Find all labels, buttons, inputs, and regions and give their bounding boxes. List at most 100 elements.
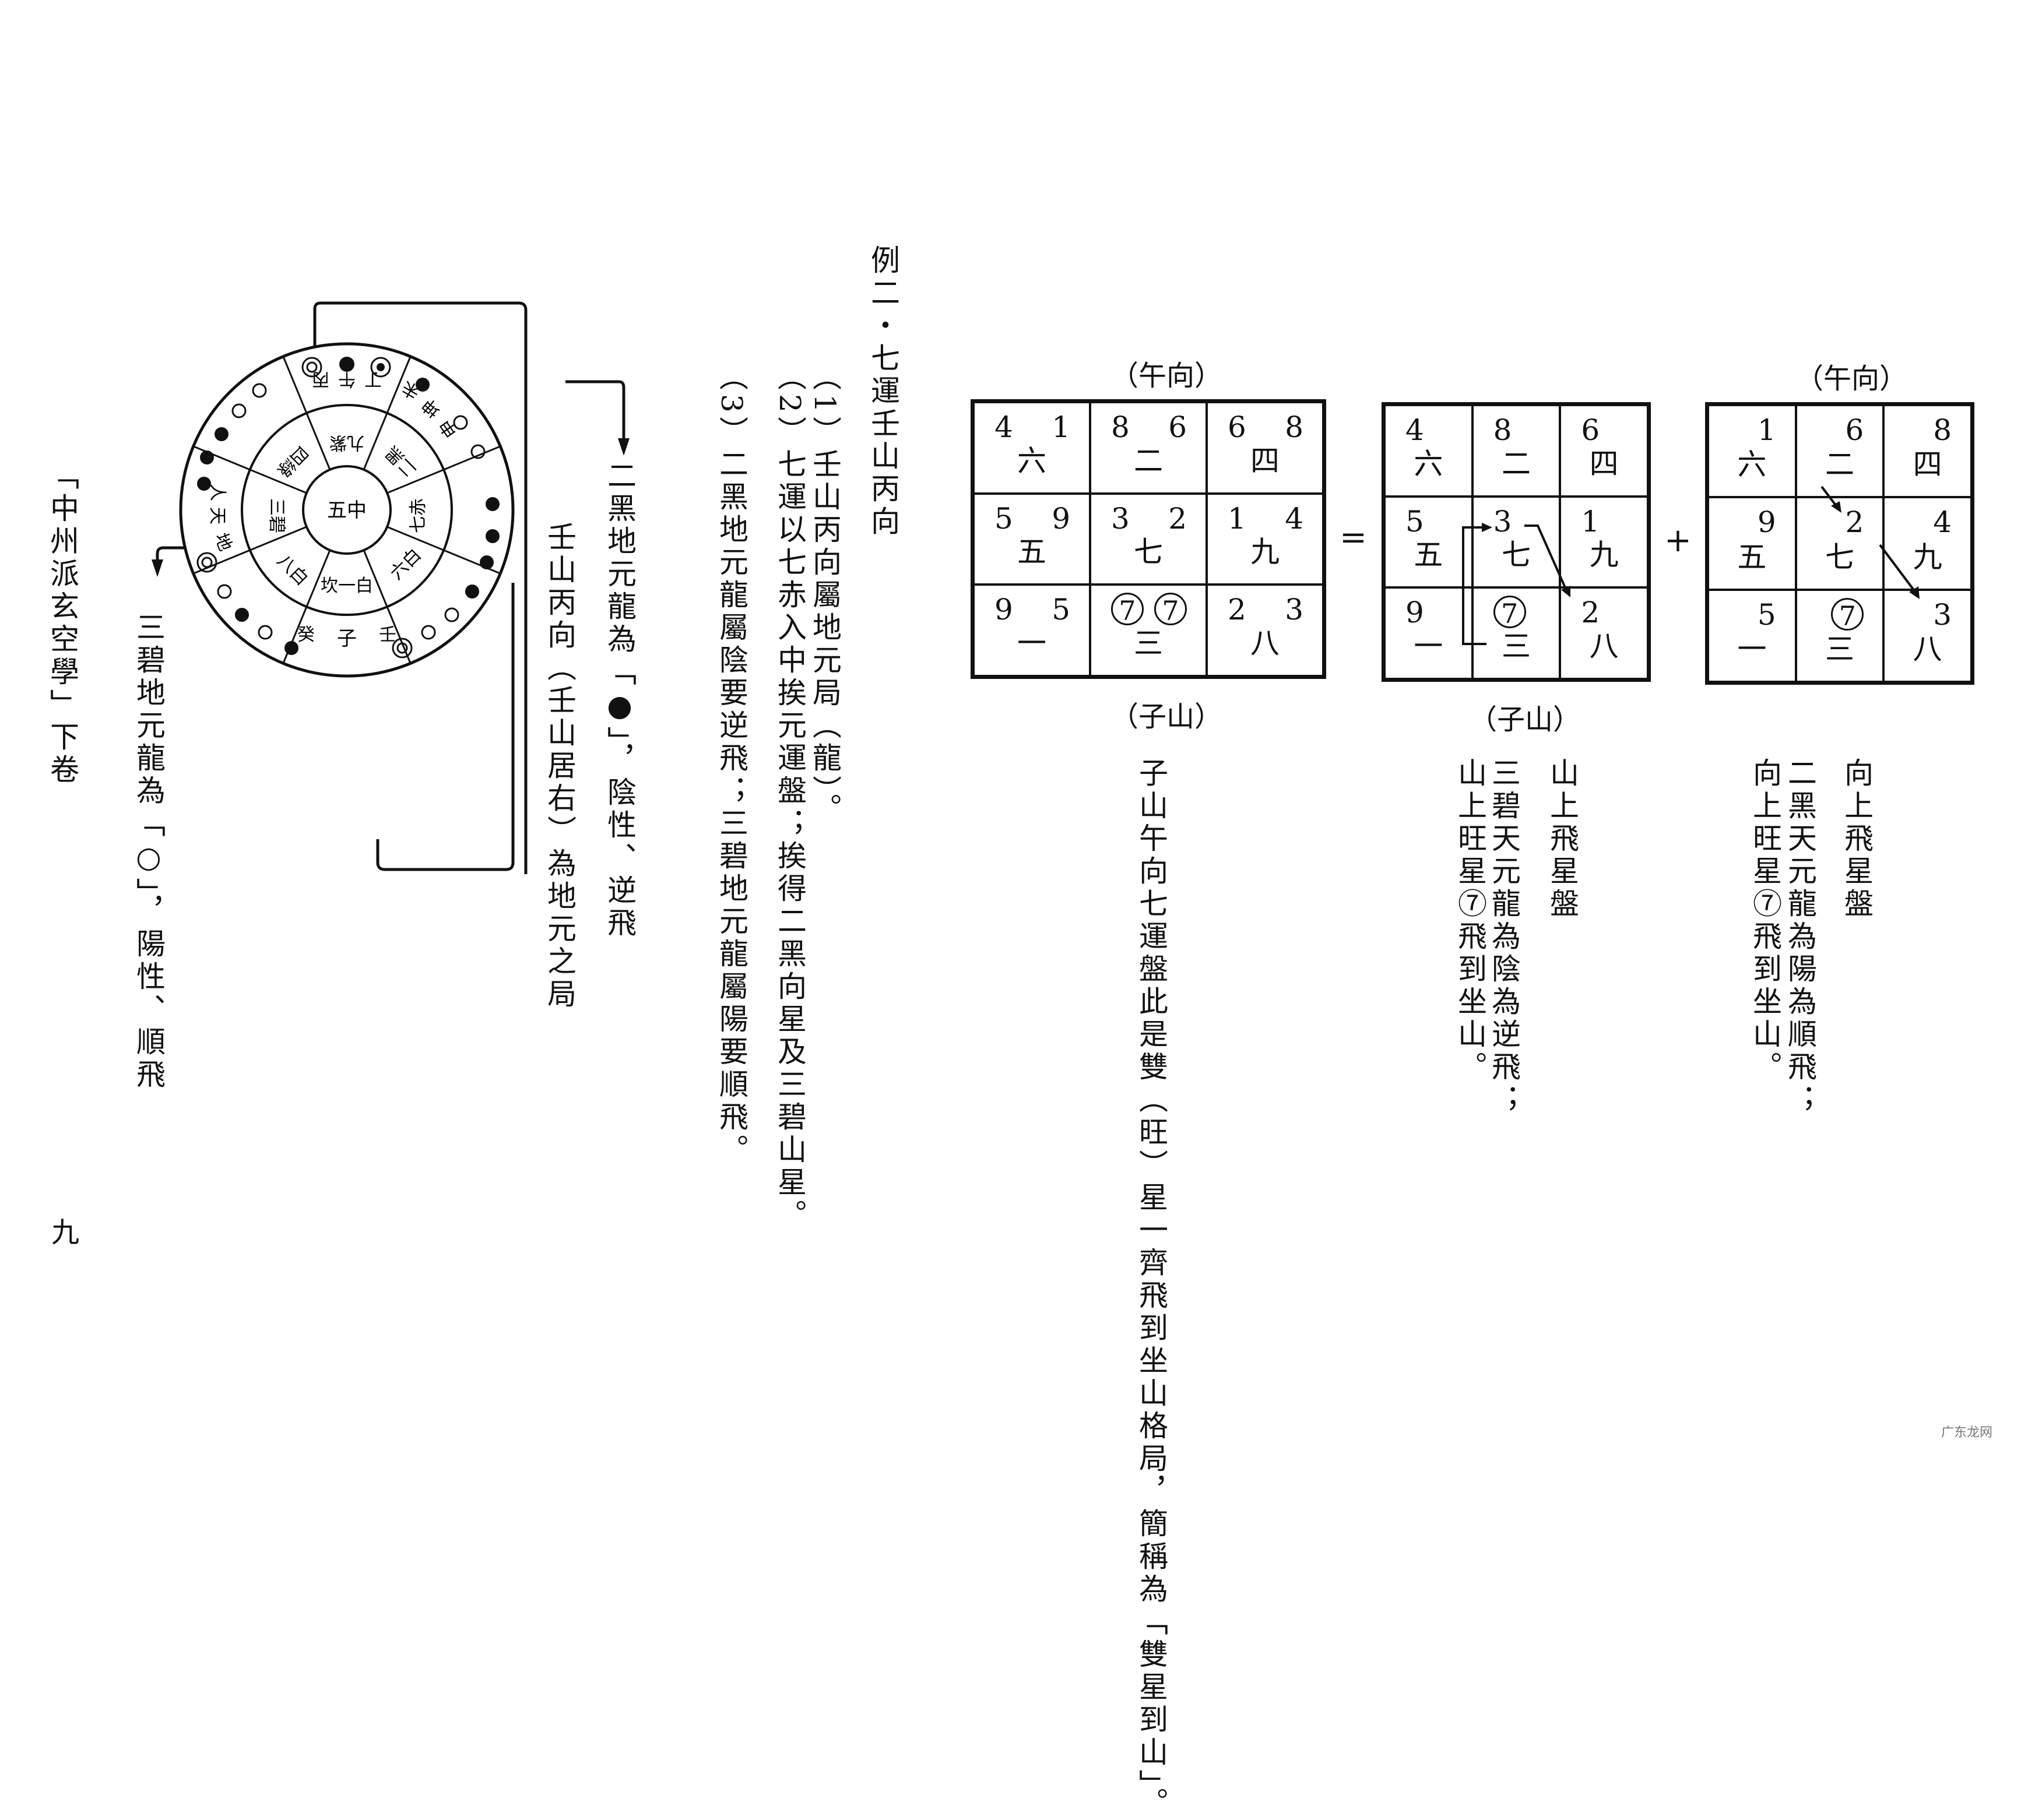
mountain-gui: 癸: [297, 625, 315, 645]
palace-number: 三: [1134, 626, 1163, 660]
page: { "footer": { "book_title": "「中州派玄空學」下卷"…: [45, 245, 1993, 1820]
example-point-3: （3）二黑地元龍屬陰要逆飛；三碧地元龍屬陽要順飛。: [715, 361, 748, 1167]
palace-number: 五: [1017, 535, 1046, 569]
palace-number: 二: [1501, 446, 1531, 481]
inner-dui: 七赤: [408, 498, 428, 533]
chart3-note-1: 二黑天元龍為陽為順飛；: [1783, 758, 1817, 1117]
facing-star: 3: [1933, 597, 1952, 632]
palace-number: 九: [1250, 535, 1280, 569]
palace-number: 三: [1501, 629, 1531, 663]
palace-number: 八: [1589, 629, 1619, 663]
mountain-star: 8: [1493, 413, 1512, 447]
palace-number: 八: [1913, 632, 1942, 666]
palace-number: 一: [1017, 626, 1046, 660]
palace-number: 五: [1737, 540, 1767, 574]
equals-sign: =: [1340, 519, 1367, 557]
example-point-2: （2）七運以七赤入中挨元運盤；挨得二黑向星及三碧山星。: [773, 361, 807, 1232]
palace-number: 四: [1250, 443, 1280, 478]
chart1-note: 子山午向七運盤此是雙（旺）星一齊飛到坐山格局，簡稱為「雙星到山」。: [1134, 758, 1168, 1820]
chart1-top-label: （午向）: [1110, 360, 1223, 392]
chart3-top-label: （午向）: [1795, 362, 1908, 395]
mountain-star: 7: [1493, 596, 1526, 629]
chart3-flight-path: [1820, 485, 1920, 599]
mountain-star: 8: [1111, 410, 1130, 444]
mountain-star: 1: [1581, 504, 1600, 538]
mountain-wu: 午: [338, 369, 356, 389]
palace-number: 四: [1589, 446, 1619, 481]
chart2-note-1: 三碧天元龍為陰為逆飛；: [1487, 758, 1521, 1117]
mountain-zi: 子: [337, 627, 357, 650]
facing-star: 7: [1154, 593, 1187, 626]
connector-left: [156, 546, 216, 565]
chart2-flight-path: [1462, 523, 1570, 645]
page-number: 九: [51, 1216, 80, 1249]
palace-number: 五: [1414, 538, 1443, 572]
plus-sign: +: [1664, 522, 1692, 559]
chart3-title: 向上飛星盤: [1840, 758, 1874, 921]
wheel-body: 五中 坎一白 六白 七赤 二黑 九紫 四綠 三碧 八白 子 癸 壬 丁 午 丙 …: [179, 342, 515, 678]
annotation-white-dragon: 三碧地元龍為「○」，陽性、順飛: [132, 612, 166, 1092]
facing-star: 8: [1285, 410, 1303, 444]
annotation-black-dragon: 二黑地元龍為「●」，陰性、逆飛: [603, 460, 637, 940]
mountain-star: 1: [1228, 501, 1246, 536]
facing-star: 4: [1933, 505, 1952, 540]
palace-number: 九: [1913, 540, 1942, 574]
mountain-star: 6: [1228, 410, 1246, 444]
mountain-star: 2: [1581, 596, 1600, 630]
facing-star: 9: [1757, 505, 1776, 540]
example-title: 例二・七運壬山丙向: [866, 245, 900, 538]
palace-number: 七: [1501, 538, 1531, 572]
facing-star: 9: [1052, 501, 1070, 536]
palace-number: 七: [1825, 540, 1854, 574]
watermark: 广东龙网: [1941, 1425, 1993, 1440]
facing-star: 8: [1933, 413, 1952, 447]
mountain-star: 7: [1111, 593, 1144, 626]
mountain-star: 9: [1405, 596, 1424, 630]
facing-star: 7: [1831, 597, 1864, 632]
inner-zhen: 三碧: [266, 498, 287, 533]
chart2-note-2: 山上旺星⑦飛到坐山。: [1453, 758, 1487, 1084]
mountain-ren: 壬: [379, 625, 396, 645]
facing-star: 1: [1052, 410, 1070, 444]
palace-number: 六: [1414, 446, 1443, 481]
facing-star: 2: [1168, 501, 1187, 536]
mountain-tian: 天: [207, 507, 227, 524]
wheel-center: 五中: [327, 499, 367, 522]
facing-star: 4: [1285, 501, 1303, 536]
palace-number: 一: [1737, 632, 1767, 666]
mountain-star: 3: [1111, 501, 1130, 536]
mountain-star: 5: [1405, 504, 1424, 538]
mountain-star: 6: [1581, 413, 1600, 447]
mountain-star: 3: [1493, 504, 1512, 538]
mountain-star: 5: [994, 501, 1013, 536]
mountain-star: 4: [1405, 413, 1424, 447]
palace-number: 六: [1017, 443, 1046, 478]
facing-star: 5: [1052, 593, 1070, 627]
palace-number: 四: [1913, 448, 1942, 482]
chart2-title: 山上飛星盤: [1545, 758, 1579, 921]
annotation-mountain: 壬山丙向（壬山居右）為地元之局: [543, 522, 577, 1011]
ring-markers: [196, 357, 500, 659]
mountain-star: 9: [994, 593, 1013, 627]
palace-number: 八: [1250, 626, 1280, 660]
